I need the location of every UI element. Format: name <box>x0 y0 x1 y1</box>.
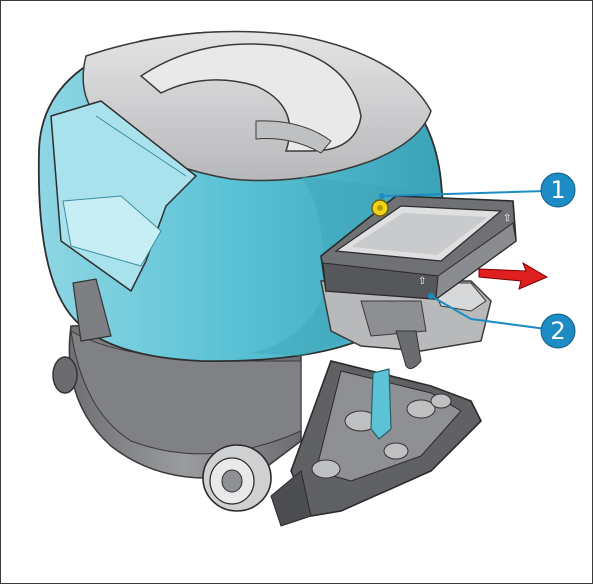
rear-wheel <box>52 356 78 394</box>
filter-latch-icon <box>371 199 389 217</box>
svg-text:⇧: ⇧ <box>418 276 426 287</box>
front-wheel <box>202 444 272 512</box>
callout-2-label: 2 <box>550 317 565 345</box>
callout-1: 1 <box>540 172 576 208</box>
callout-1-label: 1 <box>550 176 565 204</box>
filter-cassette: ⇧ ⇧ <box>320 195 517 301</box>
carry-handle <box>139 43 362 152</box>
callout-2: 2 <box>540 313 576 349</box>
pull-direction-arrow-icon <box>478 261 549 290</box>
tool-clip <box>370 368 392 440</box>
svg-text:⇧: ⇧ <box>503 213 511 224</box>
accessory-tray <box>270 360 482 527</box>
callout-leaders <box>379 190 547 330</box>
